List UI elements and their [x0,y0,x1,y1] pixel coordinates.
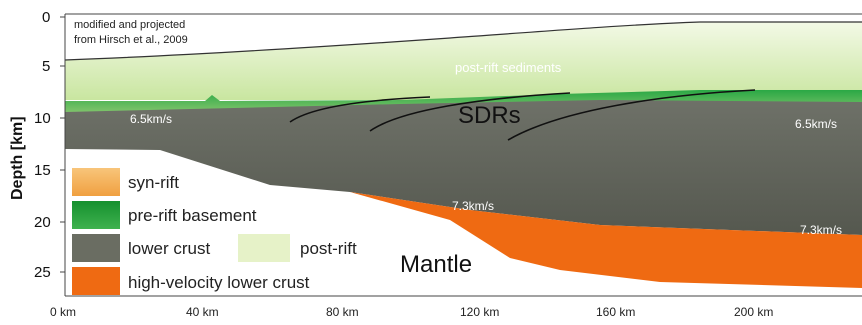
y-tick-label: 5 [42,58,50,75]
legend-swatch-pre-rift [72,201,120,229]
legend-swatch-post-rift [238,234,290,262]
sdr-reflector-1 [289,96,431,123]
sdr-reflector-3 [507,89,756,141]
legend: syn-rift pre-rift basement lower crust p… [72,168,357,295]
y-tick-label: 10 [34,110,51,127]
legend-swatch-syn-rift [72,168,120,196]
velocity-label-left: 6.5km/s [130,112,172,126]
x-ticks: 0 km 40 km 80 km 120 km 160 km 200 km [50,305,773,319]
x-tick-label: 160 km [596,305,635,319]
x-tick-label: 0 km [50,305,76,319]
sdrs-label: SDRs [458,102,521,129]
y-tick-label: 20 [34,214,51,231]
y-ticks: 0 5 10 15 20 25 [34,9,65,281]
y-tick-label: 15 [34,162,51,179]
high-velocity-crust-layer [350,192,862,288]
x-tick-label: 80 km [326,305,359,319]
y-tick-label: 0 [42,9,50,26]
legend-label: syn-rift [128,173,179,192]
legend-label: lower crust [128,239,210,258]
velocity-label-right: 6.5km/s [795,117,837,131]
legend-label: pre-rift basement [128,206,257,225]
source-note-line1: modified and projected [74,19,185,31]
lower-crust-layer [65,100,862,235]
x-tick-label: 40 km [186,305,219,319]
mantle-label: Mantle [400,251,472,278]
legend-swatch-lower-crust [72,234,120,262]
y-tick-label: 25 [34,264,51,281]
legend-swatch-hv-crust [72,267,120,295]
legend-label: post-rift [300,239,357,258]
x-tick-label: 200 km [734,305,773,319]
sdr-reflector-2 [369,92,571,132]
source-note-line2: from Hirsch et al., 2009 [74,34,188,46]
y-axis-label: Depth [km] [9,116,26,200]
seafloor-line [64,21,862,61]
post-rift-sediments-label: post-rift sediments [455,60,562,75]
legend-label: high-velocity lower crust [128,273,310,292]
post-rift-sediment-layer [65,22,862,100]
velocity-label-mid: 7.3km/s [452,199,494,213]
x-tick-label: 120 km [460,305,499,319]
velocity-label-right-low: 7.3km/s [800,223,842,237]
